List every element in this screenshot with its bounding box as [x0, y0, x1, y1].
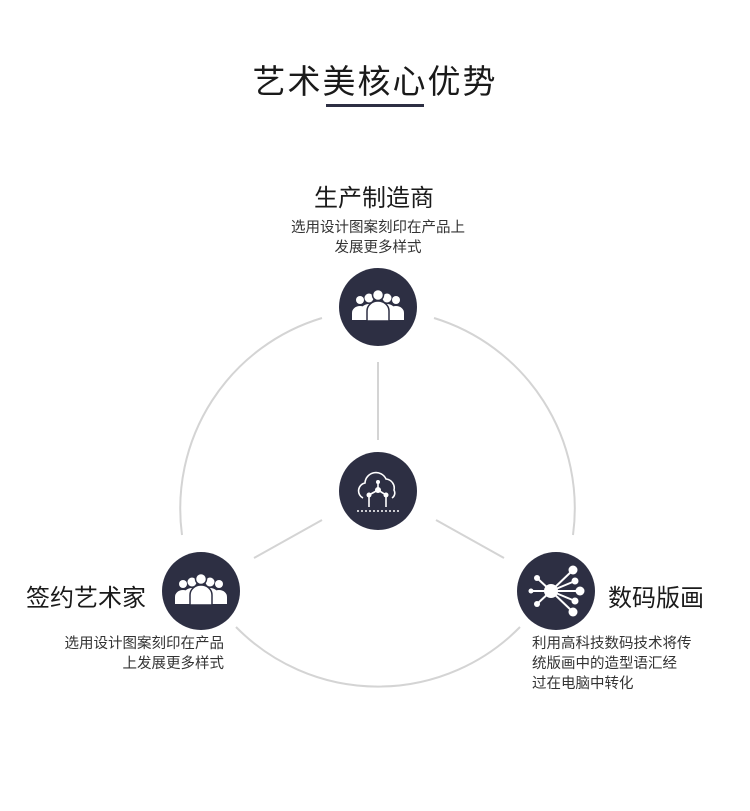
cloud-network-icon — [357, 471, 399, 512]
network-nodes-icon — [528, 565, 585, 617]
node-center-circle — [339, 452, 417, 530]
node-top-desc-line: 选用设计图案刻印在产品上 — [291, 220, 465, 236]
node-left-label: 签约艺术家 — [26, 584, 146, 612]
node-right-desc-line: 过在电脑中转化 — [532, 676, 634, 692]
node-left-circle — [162, 552, 240, 630]
outer-arc-top-right — [433, 317, 576, 536]
spoke-right — [435, 519, 505, 559]
node-left-desc: 选用设计图案刻印在产品 上发展更多样式 — [22, 634, 225, 674]
node-right-circle — [517, 552, 595, 630]
spoke-left — [253, 519, 323, 559]
node-top-desc-line: 发展更多样式 — [334, 240, 422, 256]
outer-arc-bottom — [235, 626, 521, 688]
node-top-desc: 选用设计图案刻印在产品上 发展更多样式 — [280, 218, 476, 258]
people-group-icon — [352, 288, 404, 322]
title-underline — [326, 104, 424, 107]
page-title: 艺术美核心优势 — [252, 62, 498, 101]
node-top-label: 生产制造商 — [314, 184, 434, 212]
node-right-desc-line: 统版画中的造型语汇经 — [532, 656, 677, 672]
node-left-desc-line: 选用设计图案刻印在产品 — [64, 636, 225, 652]
outer-arc-top-left — [179, 317, 323, 536]
node-right-desc-line: 利用高科技数码技术将传 — [532, 636, 692, 652]
node-right-desc: 利用高科技数码技术将传 统版画中的造型语汇经 过在电脑中转化 — [532, 634, 742, 694]
node-top-circle — [339, 268, 417, 346]
people-group-icon — [175, 572, 227, 606]
node-left-desc-line: 上发展更多样式 — [122, 656, 225, 672]
node-right-label: 数码版画 — [608, 584, 704, 612]
